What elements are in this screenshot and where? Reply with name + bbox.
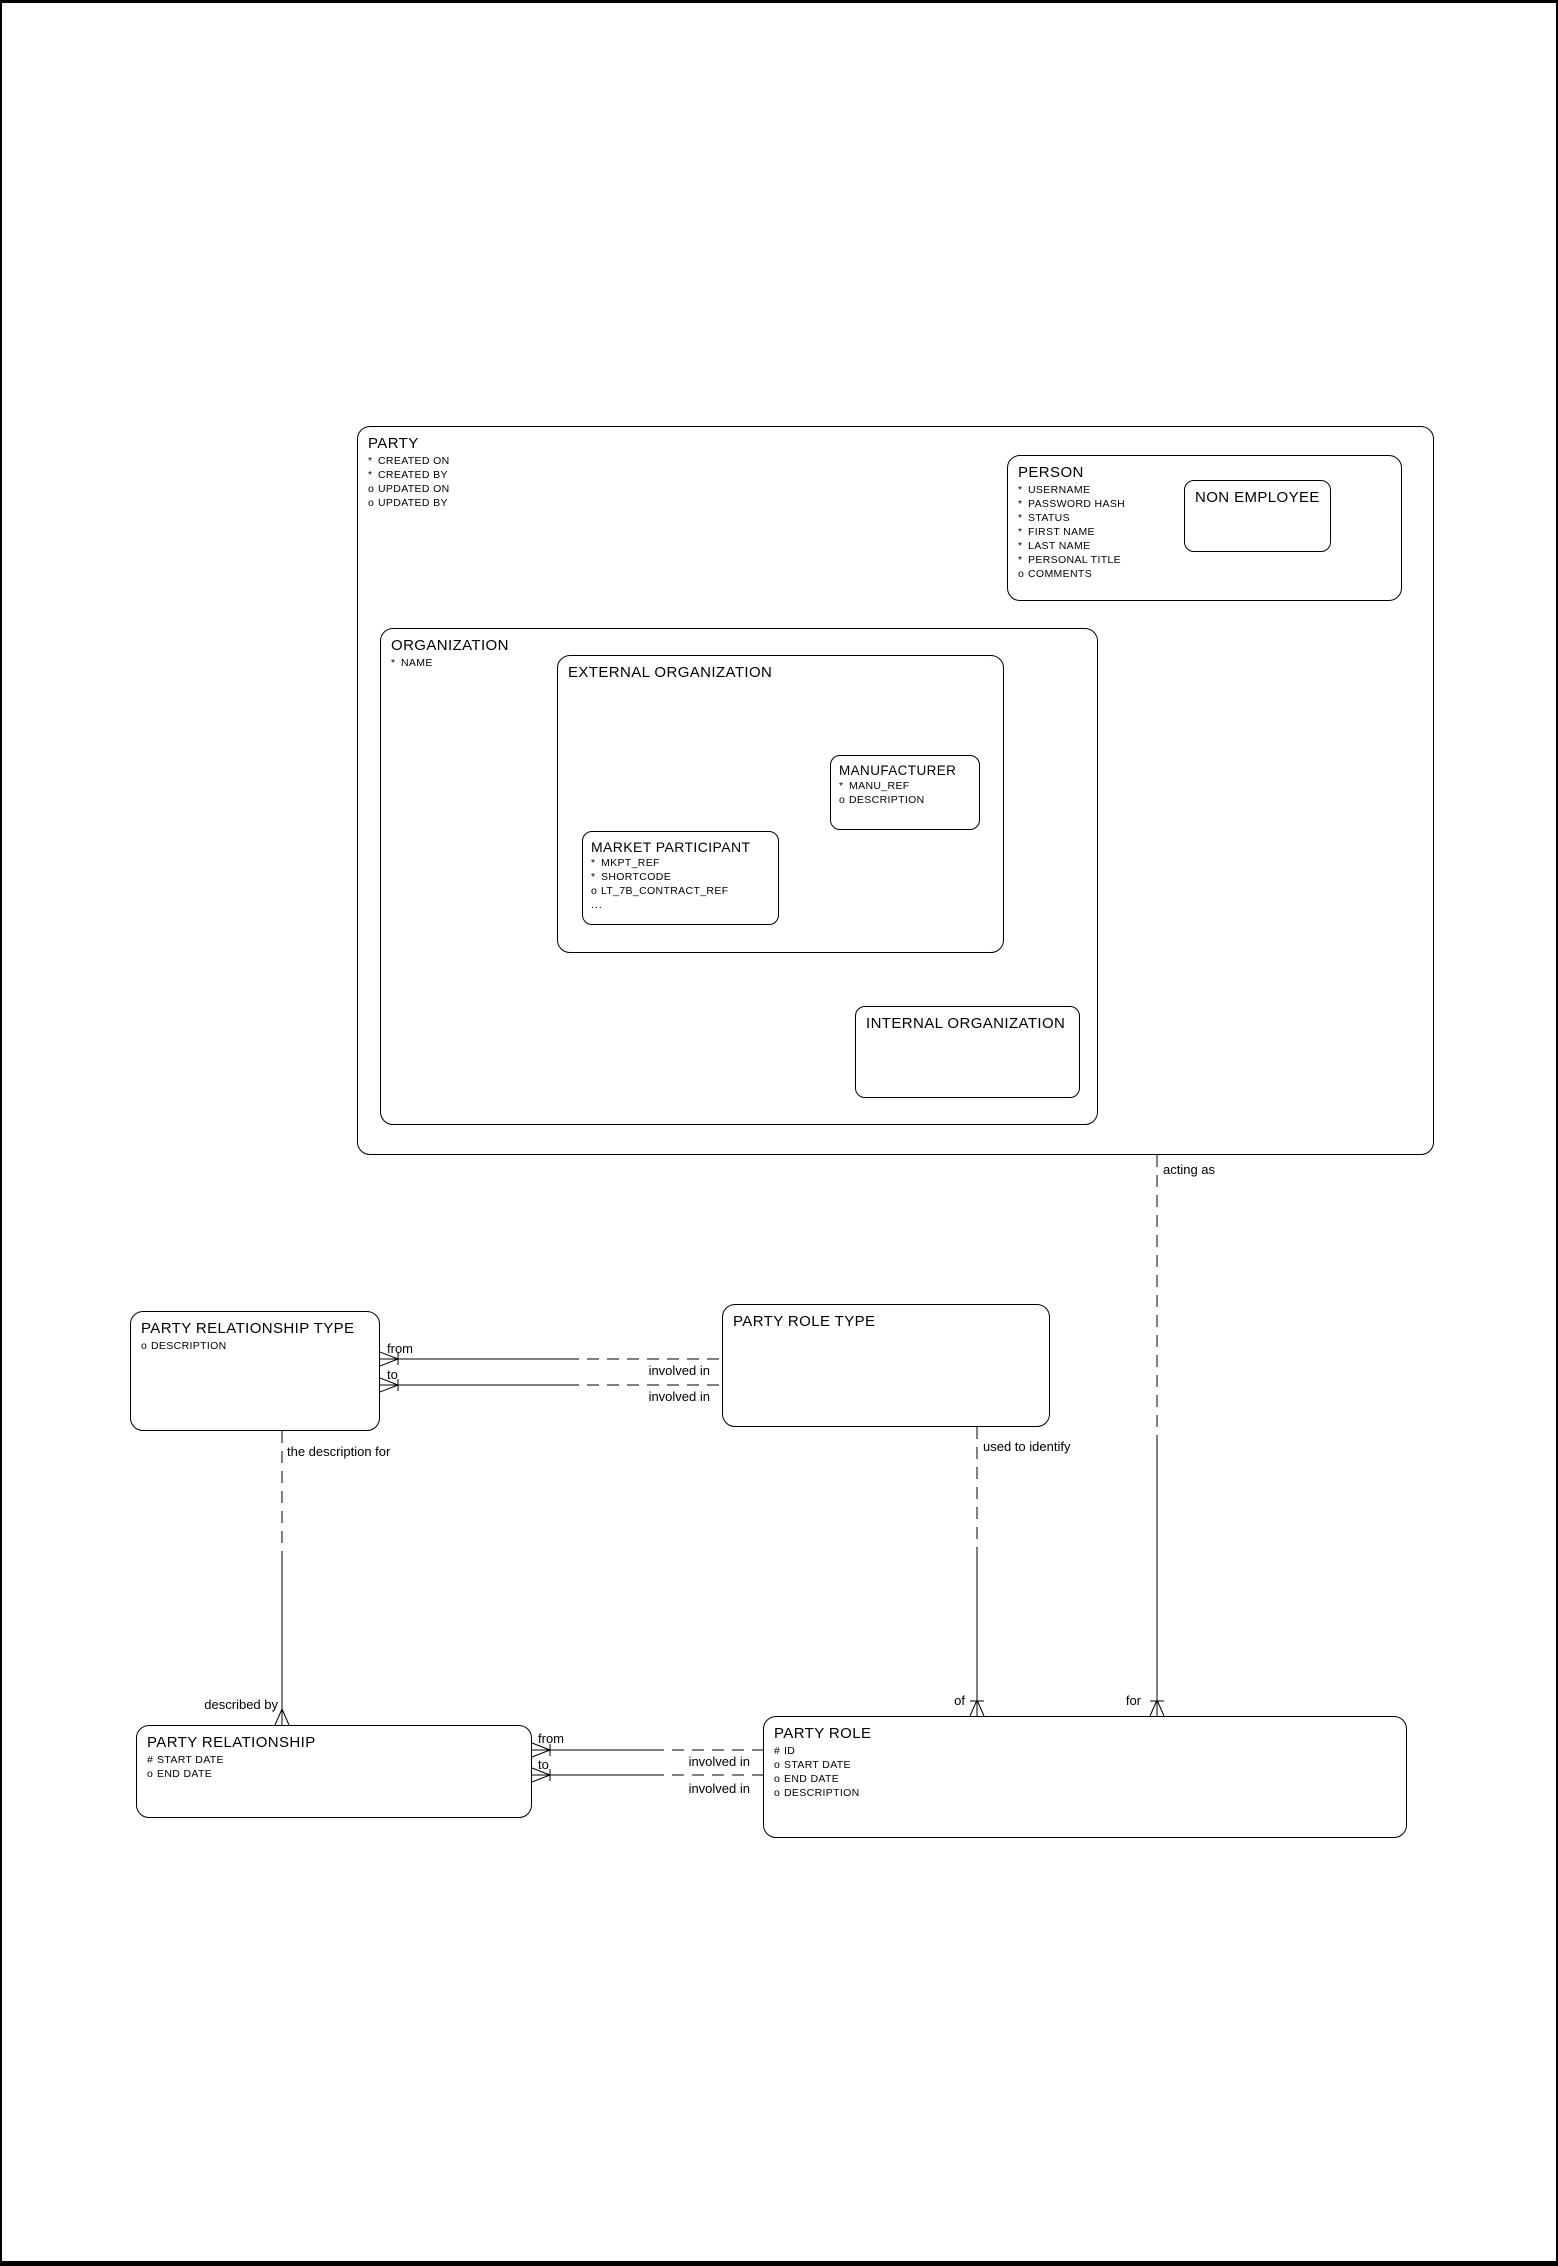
entity-title-organization: ORGANIZATION (391, 637, 509, 654)
attribute-row: *NAME (391, 657, 433, 669)
relationship-label-type-to: to (387, 1367, 398, 1382)
relationship-label-of: of (954, 1693, 965, 1708)
relationship-label-described-by: described by (204, 1697, 278, 1712)
attribute-row: *FIRST NAME (1018, 526, 1095, 538)
entity-title-party-relationship-type: PARTY RELATIONSHIP TYPE (141, 1320, 355, 1337)
relationship-label-involved-in-1: involved in (648, 1363, 710, 1378)
relationship-label-rel-from: from (538, 1731, 564, 1746)
entity-non-employee[interactable]: NON EMPLOYEE (1184, 480, 1331, 552)
crowsfoot-icon (1149, 1699, 1165, 1717)
relationship-line-of[interactable] (969, 1427, 985, 1717)
attribute-row: *LAST NAME (1018, 540, 1091, 552)
relationship-label-rel-to: to (538, 1757, 549, 1772)
entity-title-party-role: PARTY ROLE (774, 1725, 872, 1742)
relationship-label-type-from: from (387, 1341, 413, 1356)
attribute-row: #START DATE (147, 1754, 224, 1766)
entity-title-market-participant: MARKET PARTICIPANT (591, 839, 751, 855)
attribute-row: *CREATED BY (368, 469, 448, 481)
relationship-line-rel-to[interactable] (531, 1767, 763, 1783)
entity-title-internal-organization: INTERNAL ORGANIZATION (866, 1015, 1066, 1032)
crowsfoot-icon (969, 1699, 985, 1717)
attribute-row: *STATUS (1018, 512, 1070, 524)
attribute-row: *SHORTCODE (591, 871, 672, 883)
entity-title-external-organization: EXTERNAL ORGANIZATION (568, 664, 773, 681)
entity-market-participant[interactable]: MARKET PARTICIPANT *MKPT_REF *SHORTCODE … (582, 831, 779, 925)
relationship-label-for: for (1125, 1693, 1141, 1708)
attribute-row: *MANU_REF (839, 780, 910, 792)
relationship-label-description-for: the description for (287, 1444, 391, 1459)
attribute-row: *PERSONAL TITLE (1018, 554, 1122, 566)
entity-internal-organization[interactable]: INTERNAL ORGANIZATION (855, 1006, 1080, 1098)
entity-title-non-employee: NON EMPLOYEE (1195, 489, 1320, 506)
entity-title-party: PARTY (368, 435, 419, 452)
entity-title-manufacturer: MANUFACTURER (839, 763, 957, 778)
attribute-row: *USERNAME (1018, 484, 1091, 496)
relationship-label-acting-as: acting as (1163, 1162, 1216, 1177)
relationship-label-used-to-identify: used to identify (983, 1439, 1071, 1454)
entity-title-party-relationship: PARTY RELATIONSHIP (147, 1734, 316, 1751)
attribute-row: *PASSWORD HASH (1018, 498, 1126, 510)
relationship-label-involved-in-2: involved in (648, 1389, 710, 1404)
relationship-label-rel-involved-in-2: involved in (688, 1781, 750, 1796)
attribute-row-ellipsis: ... (591, 899, 603, 911)
attribute-row: *CREATED ON (368, 455, 450, 467)
entity-title-person: PERSON (1018, 464, 1084, 481)
relationship-line-described-by[interactable] (274, 1431, 290, 1726)
attribute-row: *MKPT_REF (591, 857, 660, 869)
attribute-row: #ID (774, 1745, 796, 1757)
relationship-label-rel-involved-in-1: involved in (688, 1754, 750, 1769)
entity-party-role-type[interactable]: PARTY ROLE TYPE (722, 1304, 1050, 1427)
entity-title-party-role-type: PARTY ROLE TYPE (733, 1313, 876, 1330)
relationship-line-acting-as[interactable] (1149, 1155, 1165, 1717)
